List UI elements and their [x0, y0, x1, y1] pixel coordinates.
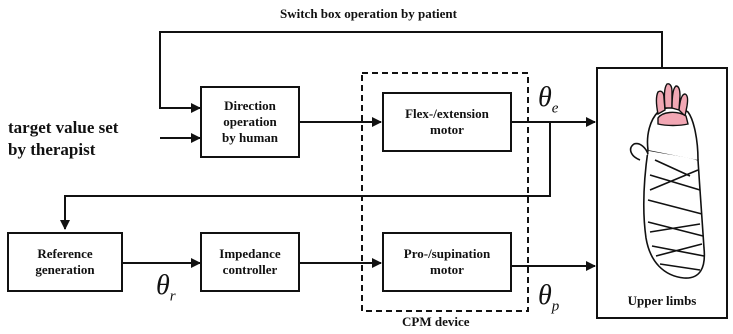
upper-limbs-label: Upper limbs [627, 293, 697, 308]
direction-operation-box: Direction operation by human [200, 86, 300, 158]
flex-extension-motor-box: Flex-/extension motor [382, 92, 512, 152]
theta-r-symbol: θr [156, 272, 176, 311]
theta-e-branch-line [60, 122, 551, 230]
theta-p-sub: p [551, 298, 560, 315]
theta-p-main: θ [538, 280, 552, 311]
impedance-controller-box: Impedance controller [200, 232, 300, 292]
theta-r-sub: r [169, 288, 176, 305]
cpm-device-label: CPM device [402, 314, 470, 329]
pro-supination-motor-box: Pro-/supination motor [382, 232, 512, 292]
theta-e-sub: e [551, 100, 559, 117]
theta-e-main: θ [538, 82, 552, 113]
theta-e-symbol: θe [538, 84, 558, 123]
theta-p-symbol: θp [538, 282, 559, 321]
target-value-label: target value set by therapist [8, 118, 119, 159]
feedback-label: Switch box operation by patient [280, 6, 457, 21]
reference-generation-box: Reference generation [7, 232, 123, 292]
feedback-loop-line [159, 31, 663, 113]
cpm-device-boundary [361, 72, 529, 312]
hand-fingers-icon [655, 83, 689, 127]
theta-r-main: θ [156, 270, 170, 301]
